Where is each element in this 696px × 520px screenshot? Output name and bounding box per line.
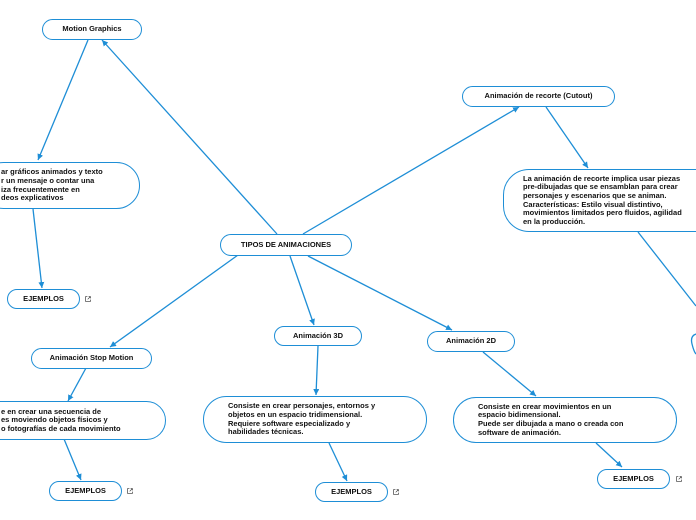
external-link-icon[interactable] <box>393 489 399 495</box>
link-root-cutout <box>302 106 520 235</box>
link-root-stop-motion <box>109 254 239 348</box>
link-cutout-desc <box>545 106 589 169</box>
link-3d-desc <box>313 345 320 396</box>
root-node[interactable]: TIPOS DE ANIMACIONES <box>220 234 352 256</box>
link-root-motion-graphics <box>101 39 278 235</box>
stop-motion-desc-text: e en crear una secuencia de es moviendo … <box>1 406 121 433</box>
anim2d-examples-node[interactable]: EJEMPLOS <box>597 469 670 489</box>
cutout-desc-node[interactable]: La animación de recorte implica usar pie… <box>503 169 696 232</box>
motion-graphics-desc-node[interactable]: ar gráficos animados y texto r un mensaj… <box>0 162 140 209</box>
link-2d-desc-examples <box>595 442 623 468</box>
external-link-icon[interactable] <box>85 296 91 302</box>
anim3d-desc-text: Consiste en crear personajes, entornos y… <box>228 401 376 437</box>
cutout-node[interactable]: Animación de recorte (Cutout) <box>462 86 615 107</box>
stop-motion-desc-node[interactable]: e en crear una secuencia de es moviendo … <box>0 401 166 440</box>
anim2d-desc-text: Consiste en crear movimientos en un espa… <box>478 401 624 437</box>
stop-motion-node[interactable]: Animación Stop Motion <box>31 348 152 369</box>
link-stop-motion-desc <box>67 367 87 402</box>
anim3d-examples-node[interactable]: EJEMPLOS <box>315 482 388 502</box>
anim3d-node[interactable]: Animación 3D <box>274 326 362 346</box>
motion-graphics-node[interactable]: Motion Graphics <box>42 19 142 40</box>
anim3d-desc-node[interactable]: Consiste en crear personajes, entornos y… <box>203 396 427 443</box>
stop-motion-examples-node[interactable]: EJEMPLOS <box>49 481 122 501</box>
link-root-3d <box>289 255 315 326</box>
link-motion-graphics-desc-examples <box>32 208 45 289</box>
anim2d-desc-node[interactable]: Consiste en crear movimientos en un espa… <box>453 397 677 443</box>
link-stop-motion-desc-examples <box>63 438 82 481</box>
link-motion-graphics-desc <box>37 39 89 161</box>
motion-graphics-desc-text: ar gráficos animados y texto r un mensaj… <box>1 167 103 203</box>
link-3d-desc-examples <box>328 442 348 482</box>
cutout-desc-text: La animación de recorte implica usar pie… <box>523 173 682 226</box>
external-link-icon[interactable] <box>127 488 133 494</box>
link-2d-desc <box>482 351 537 397</box>
external-link-icon[interactable] <box>676 476 682 482</box>
link-cutout-desc-offscreen <box>637 231 696 307</box>
anim2d-node[interactable]: Animación 2D <box>427 331 515 352</box>
link-root-2d <box>307 255 453 331</box>
motion-graphics-examples-node[interactable]: EJEMPLOS <box>7 289 80 309</box>
offscreen-node-edge <box>690 333 696 355</box>
